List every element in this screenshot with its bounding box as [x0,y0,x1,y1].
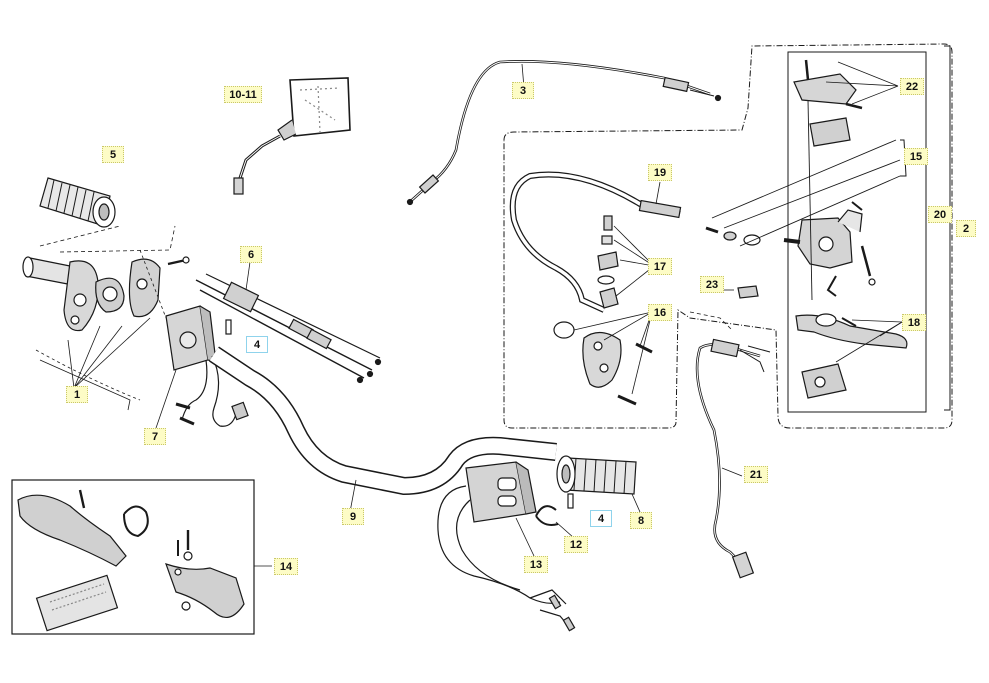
part-label-13: 13 [524,556,548,573]
part-label-19: 19 [648,164,672,181]
part-label-1: 1 [66,386,88,403]
part-label-20: 20 [928,206,952,223]
part-label-17: 17 [648,258,672,275]
part-label-4-left: 4 [246,336,268,353]
part-label-3: 3 [512,82,534,99]
part-label-4-right: 4 [590,510,612,527]
part-label-21: 21 [744,466,768,483]
part-label-15: 15 [904,148,928,165]
group-outline-inner [787,51,927,413]
left-grip [39,177,116,228]
part-label-10-11: 10-11 [224,86,262,103]
mirror [233,77,351,195]
master-cylinder [705,59,950,301]
part-label-14: 14 [274,558,298,575]
clamp-ring [535,505,575,539]
pin-left [225,319,232,335]
brake-hose [509,171,682,313]
brake-lever [795,313,908,399]
part-label-2: 2 [956,220,976,237]
left-switch [139,249,249,429]
throttle-assembly [22,256,190,411]
part-label-6: 6 [240,246,262,263]
part-label-7: 7 [144,428,166,445]
part-label-9: 9 [342,508,364,525]
part-label-5: 5 [102,146,124,163]
brake-bracket [553,311,653,406]
handguard-inset [11,479,272,635]
right-grip [556,455,641,513]
part-label-8: 8 [630,512,652,529]
brake-switch [722,285,759,299]
part-label-16: 16 [648,304,672,321]
throttle-cables [195,261,382,384]
part-label-22: 22 [900,78,924,95]
clutch-cable [406,60,722,206]
group-outline-brake [503,43,953,429]
stop-switch-wire [689,311,771,579]
right-switch [437,461,576,632]
pin-right [567,493,574,509]
banjo-parts [597,215,655,309]
handlebar [209,346,557,513]
part-label-18: 18 [902,314,926,331]
part-label-12: 12 [564,536,588,553]
part-label-23: 23 [700,276,724,293]
